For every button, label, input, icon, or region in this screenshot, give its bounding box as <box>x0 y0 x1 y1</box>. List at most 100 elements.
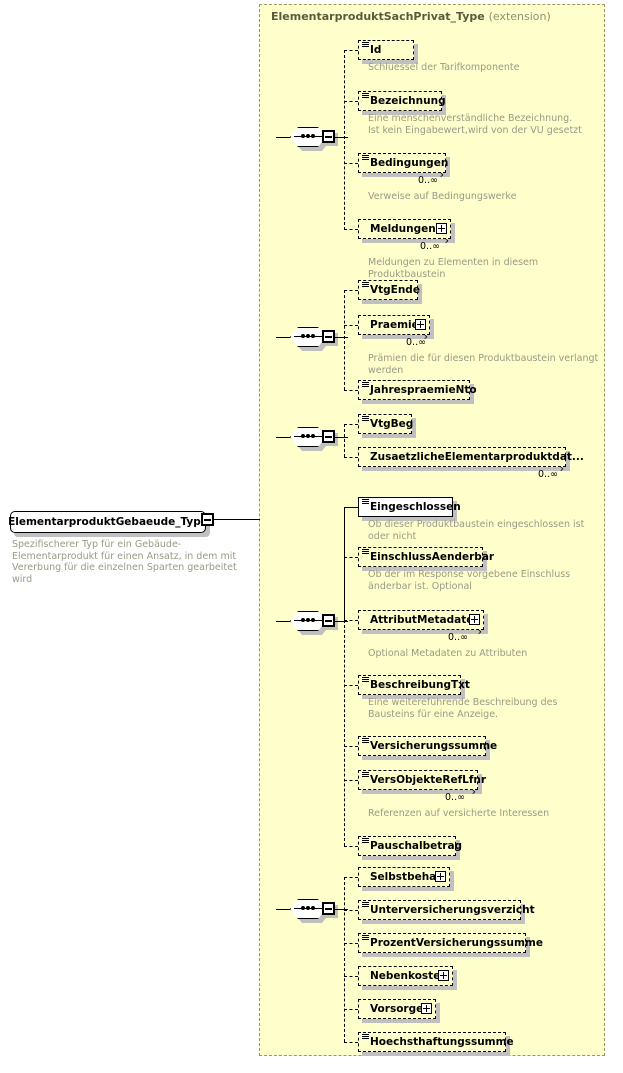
sequence-2-right-stub <box>335 337 348 338</box>
element-description: Schluessel der Tarifkomponente <box>368 62 520 73</box>
element-box-meldungen[interactable]: Meldungen › <box>358 219 455 246</box>
repeat-marker-icon: › <box>444 234 449 247</box>
expand-plus-icon[interactable] <box>438 970 449 981</box>
sequence-3-collapse-minus-icon[interactable] <box>322 430 335 443</box>
element-box-praemie[interactable]: Praemie › <box>358 315 434 342</box>
element-body: JahrespraemieNto <box>358 380 477 400</box>
element-description: Ob dieser Produktbaustein eingeschlossen… <box>368 519 585 542</box>
branch-line <box>344 163 358 164</box>
branch-line <box>344 780 358 781</box>
branch-line <box>344 620 358 621</box>
element-label: Nebenkosten <box>370 970 448 982</box>
sequence-1-left-stub <box>276 137 290 138</box>
element-label: JahrespraemieNto <box>370 384 477 396</box>
element-multiplicity: 0..∞ <box>448 632 468 643</box>
element-box-nebenkosten[interactable]: Nebenkosten <box>358 966 457 990</box>
repeat-marker-icon: › <box>559 462 564 475</box>
element-box-jahrespraemiento[interactable]: JahrespraemieNto <box>358 380 477 404</box>
branch-line <box>344 910 358 911</box>
element-box-id[interactable]: Id <box>358 40 418 64</box>
element-body: Eingeschlossen <box>358 497 461 517</box>
element-box-eingeschlossen[interactable]: Eingeschlossen <box>358 497 461 521</box>
element-description: Optional Metadaten zu Attributen <box>368 648 528 659</box>
element-label: Vorsorge <box>370 1003 424 1015</box>
element-type-icon <box>362 42 369 48</box>
sequence-2-dot <box>301 334 305 338</box>
sequence-1-collapse-minus-icon[interactable] <box>322 130 335 143</box>
expand-plus-icon[interactable] <box>469 614 480 625</box>
sequence-node-2[interactable] <box>276 327 348 351</box>
element-label: Versicherungssumme <box>370 740 498 752</box>
sequence-node-4[interactable] <box>276 611 348 635</box>
element-description: Verweise auf Bedingungswerke <box>368 191 517 202</box>
sequence-5-dot <box>301 906 305 910</box>
repeat-marker-icon: › <box>439 168 444 181</box>
element-box-bezeichnung[interactable]: Bezeichnung <box>358 91 446 115</box>
sequence-node-1[interactable] <box>276 127 348 151</box>
connector-spine-4-dashed <box>344 620 345 846</box>
element-label: ProzentVersicherungssumme <box>370 937 543 949</box>
sequence-1-dot <box>306 134 310 138</box>
root-type-body: ElementarproduktGebaeude_Type <box>8 511 208 533</box>
element-box-unterversicherungsverzicht[interactable]: Unterversicherungsverzicht <box>358 900 535 924</box>
root-type-description: Spezifischerer Typ für ein Gebäude-Eleme… <box>12 539 237 585</box>
sequence-4-collapse-minus-icon[interactable] <box>322 614 335 627</box>
root-type-node[interactable]: ElementarproduktGebaeude_Type <box>8 511 210 537</box>
element-description: Ob der im Response vorgebene Einschluss … <box>368 569 571 592</box>
element-box-pauschalbetrag[interactable]: Pauschalbetrag <box>358 836 462 860</box>
element-label: EinschlussAenderbar <box>370 551 495 563</box>
expand-plus-icon[interactable] <box>421 1003 432 1014</box>
sequence-2-dot <box>311 334 315 338</box>
element-type-icon <box>362 772 369 778</box>
element-box-prozentversicherungssumme[interactable]: ProzentVersicherungssumme <box>358 933 543 957</box>
root-collapse-minus-icon[interactable] <box>201 513 214 526</box>
element-box-attributmetadaten[interactable]: AttributMetadaten › <box>358 610 488 637</box>
expand-plus-icon[interactable] <box>415 319 426 330</box>
element-body: Unterversicherungsverzicht <box>358 900 535 920</box>
sequence-node-3[interactable] <box>276 427 348 451</box>
sequence-5-right-stub <box>335 909 348 910</box>
element-box-hoechsthaftungssumme[interactable]: Hoechsthaftungssumme <box>358 1032 514 1056</box>
element-label: VtgBeg <box>370 418 414 430</box>
expand-plus-icon[interactable] <box>436 223 447 234</box>
sequence-2-collapse-minus-icon[interactable] <box>322 330 335 343</box>
sequence-5-collapse-minus-icon[interactable] <box>322 902 335 915</box>
element-multiplicity: 0..∞ <box>538 469 558 480</box>
element-box-versobjektereflfnr[interactable]: VersObjekteRefLfnr › <box>358 770 486 797</box>
sequence-1-right-stub <box>335 137 348 138</box>
element-box-selbstbehalt[interactable]: Selbstbehalt <box>358 867 454 891</box>
branch-line <box>344 507 358 508</box>
element-type-icon <box>362 93 369 99</box>
element-box-bedingungen[interactable]: Bedingungen › <box>358 153 450 180</box>
element-body: Pauschalbetrag <box>358 836 462 856</box>
element-box-einschlussaenderbar[interactable]: EinschlussAenderbar <box>358 547 494 571</box>
element-type-icon <box>362 499 369 505</box>
connector-spine-1 <box>344 50 345 230</box>
connector-spine-3 <box>344 424 345 457</box>
element-body: ZusaetzlicheElementarproduktdat... <box>358 447 584 467</box>
element-body: Meldungen <box>358 219 451 239</box>
branch-line <box>344 557 358 558</box>
sequence-node-5[interactable] <box>276 899 348 923</box>
sequence-3-dot <box>301 434 305 438</box>
element-box-versicherungssumme[interactable]: Versicherungssumme <box>358 736 497 760</box>
element-box-vtgbeg[interactable]: VtgBeg <box>358 414 416 438</box>
expand-plus-icon[interactable] <box>435 871 446 882</box>
sequence-5-dot <box>306 906 310 910</box>
element-type-icon <box>362 549 369 555</box>
element-body: VtgEnde <box>358 280 420 300</box>
element-box-vorsorge[interactable]: Vorsorge <box>358 999 440 1023</box>
sequence-3-left-stub <box>276 437 290 438</box>
sequence-4-dot <box>306 618 310 622</box>
element-body: AttributMetadaten <box>358 610 484 630</box>
branch-line <box>344 976 358 977</box>
element-box-beschreibungtxt[interactable]: BeschreibungTxt <box>358 675 470 699</box>
branch-line <box>344 424 358 425</box>
branch-line <box>344 390 358 391</box>
element-type-icon <box>362 738 369 744</box>
branch-line <box>344 1009 358 1010</box>
repeat-marker-icon: › <box>477 625 482 638</box>
element-box-vtgende[interactable]: VtgEnde <box>358 280 422 304</box>
branch-line <box>344 746 358 747</box>
element-box-zusaetzlicheelementarproduktdaten[interactable]: ZusaetzlicheElementarproduktdat... › <box>358 447 584 474</box>
